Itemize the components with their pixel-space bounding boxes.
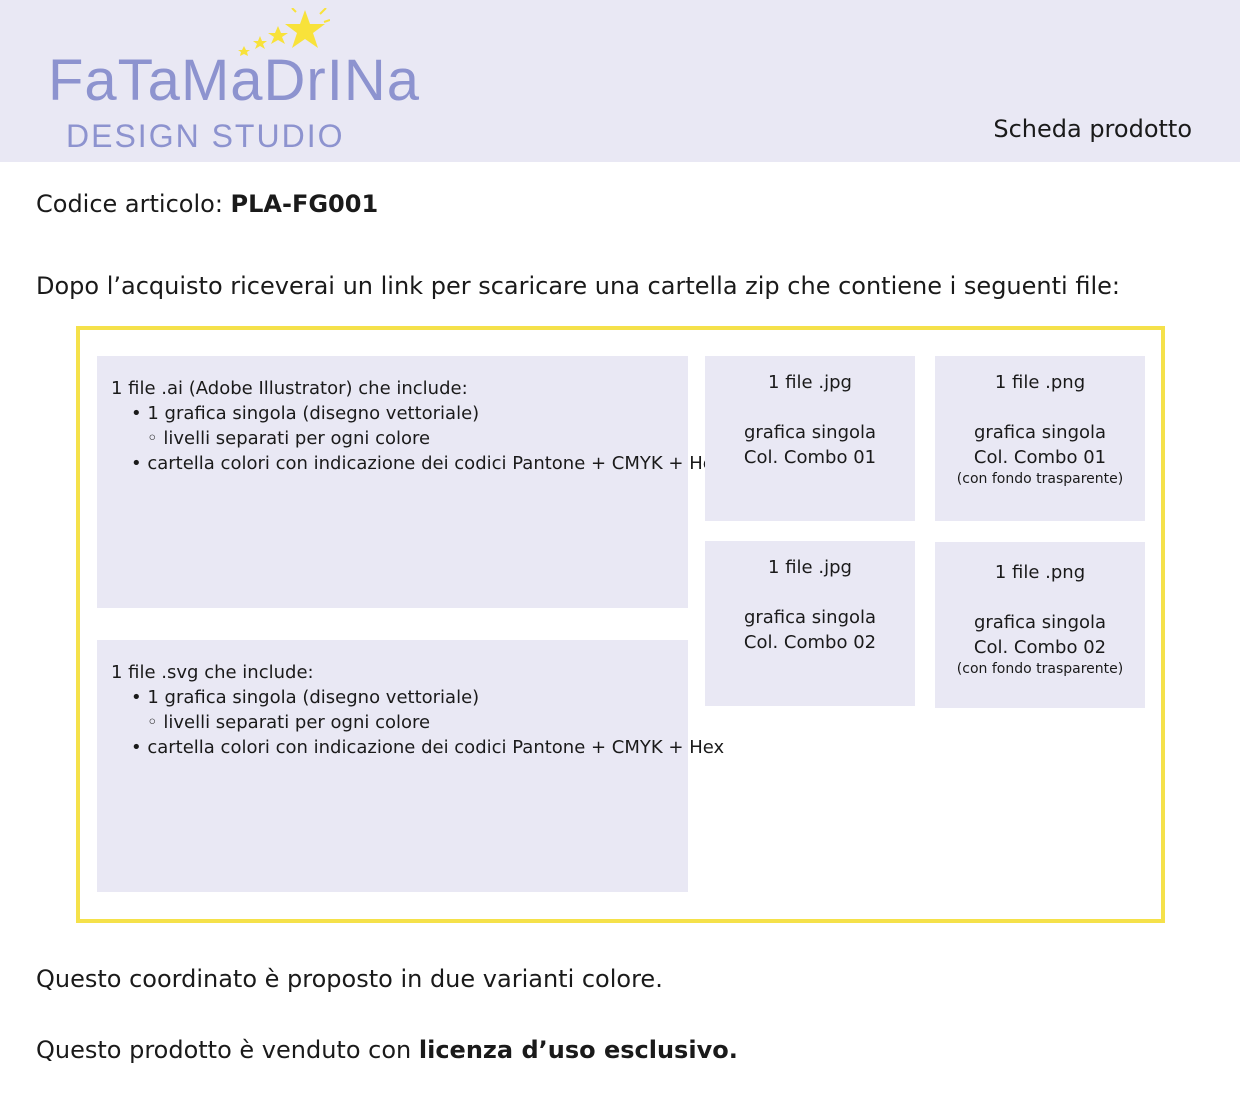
file-ai-subitem: ◦ livelli separati per ogni colore (147, 428, 431, 449)
file-box-jpg-02: 1 file .jpg grafica singola Col. Combo 0… (705, 541, 915, 706)
file-box-png-02: 1 file .png grafica singola Col. Combo 0… (935, 542, 1145, 708)
file-jpg-02-desc: grafica singola (743, 607, 877, 628)
file-png-01-combo: Col. Combo 01 (973, 447, 1107, 468)
stars-icon (238, 8, 330, 56)
license-prefix: Questo prodotto è venduto con (36, 1036, 412, 1064)
page-title: Scheda prodotto (993, 115, 1192, 143)
file-svg-item: • 1 grafica singola (disegno vettoriale) (131, 687, 480, 708)
file-png-02-note: (con fondo trasparente) (956, 661, 1124, 677)
variants-text: Questo coordinato è proposto in due vari… (36, 965, 663, 993)
file-png-01-title: 1 file .png (994, 372, 1086, 393)
intro-text: Dopo l’acquisto riceverai un link per sc… (36, 272, 1120, 300)
file-png-01-desc: grafica singola (973, 422, 1107, 443)
article-code: PLA-FG001 (230, 190, 379, 218)
file-jpg-01-title: 1 file .jpg (768, 372, 852, 393)
article-code-line: Codice articolo: PLA-FG001 (36, 190, 378, 218)
file-ai-item: • 1 grafica singola (disegno vettoriale) (131, 403, 480, 424)
logo-subtitle: DESIGN STUDIO (66, 118, 345, 154)
file-jpg-01-desc: grafica singola (743, 422, 877, 443)
file-svg-subitem: ◦ livelli separati per ogni colore (147, 712, 431, 733)
file-svg-title: 1 file .svg che include: (111, 662, 314, 683)
file-jpg-01-combo: Col. Combo 01 (743, 447, 877, 468)
file-png-02-desc: grafica singola (973, 612, 1107, 633)
file-ai-item: • cartella colori con indicazione dei co… (131, 453, 725, 474)
article-code-label: Codice articolo: (36, 190, 223, 218)
logo-wordmark: FaTaMaDrINa (48, 48, 420, 113)
files-frame: 1 file .ai (Adobe Illustrator) che inclu… (76, 326, 1165, 923)
license-type: licenza d’uso esclusivo. (418, 1036, 738, 1064)
license-text: Questo prodotto è venduto con licenza d’… (36, 1036, 738, 1064)
header: FaTaMaDrINa DESIGN STUDIO Scheda prodott… (0, 0, 1240, 162)
file-box-ai: 1 file .ai (Adobe Illustrator) che inclu… (97, 356, 724, 608)
file-box-png-01: 1 file .png grafica singola Col. Combo 0… (935, 356, 1145, 521)
file-ai-title: 1 file .ai (Adobe Illustrator) che inclu… (111, 378, 468, 399)
file-jpg-02-combo: Col. Combo 02 (743, 632, 877, 653)
file-svg-item: • cartella colori con indicazione dei co… (131, 737, 725, 758)
file-box-svg: 1 file .svg che include: • 1 grafica sin… (97, 640, 724, 892)
logo: FaTaMaDrINa DESIGN STUDIO (40, 8, 419, 158)
file-png-01-note: (con fondo trasparente) (956, 471, 1124, 487)
file-png-02-title: 1 file .png (994, 562, 1086, 583)
file-box-jpg-01: 1 file .jpg grafica singola Col. Combo 0… (705, 356, 915, 521)
file-png-02-combo: Col. Combo 02 (973, 637, 1107, 658)
file-jpg-02-title: 1 file .jpg (768, 557, 852, 578)
